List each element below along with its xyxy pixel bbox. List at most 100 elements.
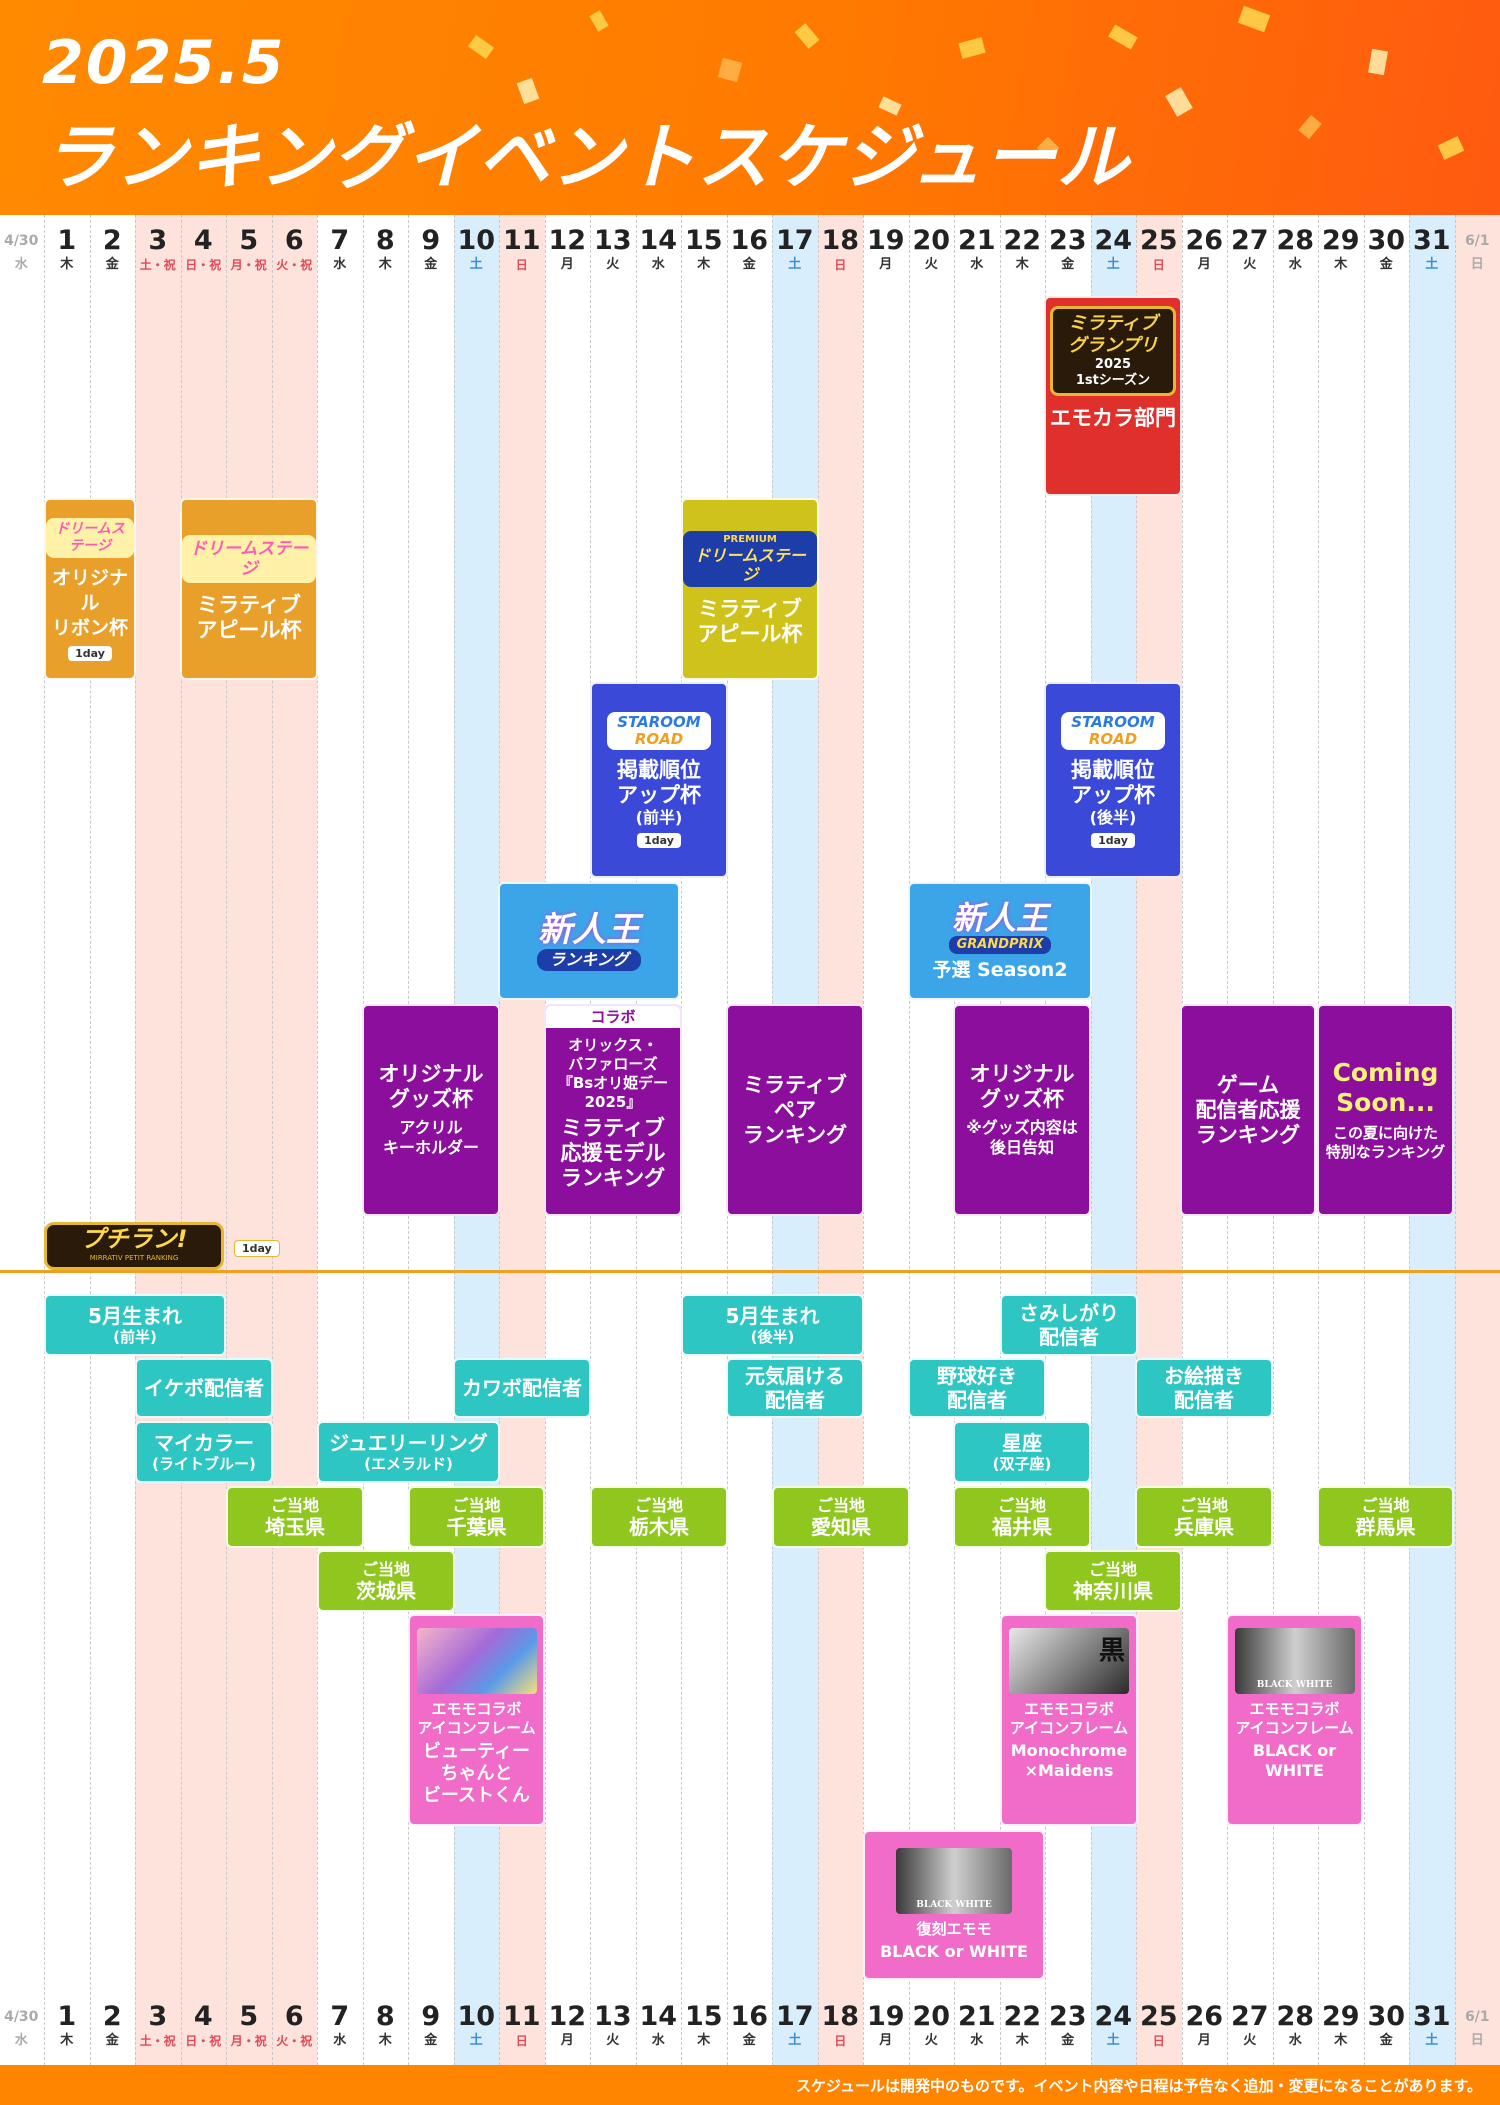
emomo-monochrome-event[interactable]: 黒 エモモコラボ アイコンフレーム Monochrome ×Maidens	[1000, 1614, 1138, 1826]
local-event-saitama[interactable]: ご当地 埼玉県	[226, 1486, 364, 1548]
grandprix-logo-season: 1stシーズン	[1075, 373, 1151, 388]
day-number: 18	[821, 2001, 860, 2032]
event-title-line: ミラティブ	[743, 1072, 847, 1097]
local-event-fukui[interactable]: ご当地 福井県	[953, 1486, 1091, 1548]
event-title-line: ペア	[774, 1097, 816, 1122]
day-number: 4	[193, 225, 213, 256]
event-title-line: BLACK or WHITE	[880, 1942, 1028, 1961]
day-number: 25	[1139, 2001, 1178, 2032]
coming-soon-event[interactable]: Coming Soon... この夏に向けた 特別なランキング	[1317, 1004, 1454, 1216]
collab-ranking-event[interactable]: コラボ オリックス・ バファローズ 『Bsオリ姫デー 2025』 ミラティブ 応…	[544, 1004, 682, 1216]
grandprix-event[interactable]: ミラティブ グランプリ 2025 1stシーズン エモカラ部門	[1044, 296, 1182, 496]
event-title-line: イケボ配信者	[144, 1376, 264, 1400]
event-subtitle: この夏に向けた	[1332, 1124, 1438, 1142]
day-number: 21	[957, 2001, 996, 2032]
dream-stage-logo: ドリームステージ	[182, 535, 316, 583]
weekday-label: 水	[14, 2033, 28, 2048]
game-streamer-ranking-event[interactable]: ゲーム 配信者応援 ランキング	[1180, 1004, 1316, 1216]
event-subtitle: ※グッズ内容は	[966, 1118, 1078, 1137]
local-event-kanagawa[interactable]: ご当地 神奈川県	[1044, 1550, 1182, 1612]
local-event-tochigi[interactable]: ご当地 栃木県	[590, 1486, 728, 1548]
rookie-grandprix-event[interactable]: 新人王 GRANDPRIX 予選 Season2	[908, 882, 1092, 1000]
local-event-aichi[interactable]: ご当地 愛知県	[772, 1486, 910, 1548]
petit-event-baseball[interactable]: 野球好き 配信者	[908, 1358, 1046, 1418]
petit-event-ikebo[interactable]: イケボ配信者	[135, 1358, 273, 1418]
emomo-beauty-event[interactable]: エモモコラボ アイコンフレーム ビューティー ちゃんと ビーストくん	[408, 1614, 545, 1826]
petit-event-drawing[interactable]: お絵描き 配信者	[1135, 1358, 1273, 1418]
event-title-line: ビューティー	[423, 1741, 530, 1762]
petit-event-genki[interactable]: 元気届ける 配信者	[726, 1358, 864, 1418]
dream-stage-ribbon-event[interactable]: ドリームステージ オリジナル リボン杯 1day	[44, 498, 136, 680]
day-number: 6	[284, 225, 304, 256]
local-event-gunma[interactable]: ご当地 群馬県	[1317, 1486, 1454, 1548]
grandprix-logo-year: 2025	[1094, 357, 1132, 372]
weekday-label: 木	[60, 2033, 74, 2048]
local-event-ibaraki[interactable]: ご当地 茨城県	[317, 1550, 455, 1612]
day-number: 19	[866, 225, 905, 256]
staroom-road-first-half-event[interactable]: STAROOM ROAD 掲載順位 アップ杯 (前半) 1day	[590, 682, 728, 878]
weekday-label: 月	[1197, 2033, 1211, 2048]
petit-event-jewelry[interactable]: ジュエリーリング (エメラルド)	[317, 1421, 500, 1483]
event-subtitle: (後半)	[750, 1328, 795, 1346]
petit-event-mycolor[interactable]: マイカラー (ライトブルー)	[135, 1421, 273, 1483]
confetti-decoration	[1368, 48, 1388, 76]
event-subtitle: (双子座)	[992, 1455, 1052, 1473]
column-divider	[226, 215, 227, 2065]
day-number: 16	[730, 225, 769, 256]
petit-event-kawabo[interactable]: カワボ配信者	[453, 1358, 591, 1418]
one-day-badge: 1day	[637, 833, 681, 848]
event-title-line: 5月生まれ	[88, 1304, 182, 1328]
petit-event-may-first[interactable]: 5月生まれ (前半)	[44, 1294, 226, 1356]
original-goods-event-1[interactable]: オリジナル グッズ杯 アクリル キーホルダー	[362, 1004, 500, 1216]
day-number: 17	[775, 225, 814, 256]
petit-event-seiza[interactable]: 星座 (双子座)	[953, 1421, 1091, 1483]
dream-stage-appeal-event[interactable]: ドリームステージ ミラティブ アピール杯	[180, 498, 318, 680]
event-subtitle: ご当地	[1088, 1559, 1137, 1579]
rookie-logo-main: 新人王	[538, 910, 640, 950]
local-event-hyogo[interactable]: ご当地 兵庫県	[1135, 1486, 1273, 1548]
day-number: 3	[148, 2001, 168, 2032]
weekday-label: 火	[1243, 257, 1257, 272]
emomo-black-or-white-event[interactable]: BLACK WHITE エモモコラボ アイコンフレーム BLACK or WHI…	[1226, 1614, 1363, 1826]
weekday-label: 月	[560, 257, 574, 272]
event-title-line: オリジナル	[51, 566, 128, 614]
rookie-logo-main: 新人王	[951, 898, 1048, 937]
weekday-label: 月	[560, 2033, 574, 2048]
weekday-label: 土	[1425, 257, 1439, 272]
original-goods-event-2[interactable]: オリジナル グッズ杯 ※グッズ内容は 後日告知	[953, 1004, 1091, 1216]
day-number: 8	[375, 225, 395, 256]
staroom-road-second-half-event[interactable]: STAROOM ROAD 掲載順位 アップ杯 (後半) 1day	[1044, 682, 1182, 878]
event-subtitle: ご当地	[997, 1495, 1046, 1515]
day-number: 23	[1048, 225, 1087, 256]
weekday-label: 火	[606, 2033, 620, 2048]
petit-event-lonely[interactable]: さみしがり 配信者	[1000, 1294, 1138, 1356]
petit-event-may-second[interactable]: 5月生まれ (後半)	[681, 1294, 864, 1356]
pair-ranking-event[interactable]: ミラティブ ペア ランキング	[726, 1004, 864, 1216]
weekday-label: 土	[1425, 2033, 1439, 2048]
event-title-line: 配信者	[947, 1388, 1007, 1412]
day-number: 14	[639, 225, 678, 256]
event-title-line: オリジナル	[969, 1062, 1075, 1086]
rookie-ranking-event[interactable]: 新人王 ランキング	[498, 882, 680, 1000]
dream-stage-premium-event[interactable]: PREMIUM ドリームステージ ミラティブ アピール杯	[681, 498, 819, 680]
coming-soon-title: Coming	[1332, 1058, 1439, 1087]
day-number: 3	[148, 225, 168, 256]
local-event-chiba[interactable]: ご当地 千葉県	[408, 1486, 545, 1548]
emomo-revival-event[interactable]: BLACK WHITE 復刻エモモ BLACK or WHITE	[863, 1830, 1045, 1980]
event-title-line: ランキング	[560, 1166, 666, 1190]
day-number: 28	[1276, 2001, 1315, 2032]
day-number: 24	[1094, 225, 1133, 256]
event-title-line: カワボ配信者	[462, 1376, 582, 1400]
weekday-label: 日	[1470, 257, 1484, 272]
day-number: 6/1	[1464, 233, 1490, 249]
one-day-badge: 1day	[1091, 833, 1135, 848]
confetti-decoration	[1165, 87, 1193, 117]
weekday-label: 木	[1334, 257, 1348, 272]
